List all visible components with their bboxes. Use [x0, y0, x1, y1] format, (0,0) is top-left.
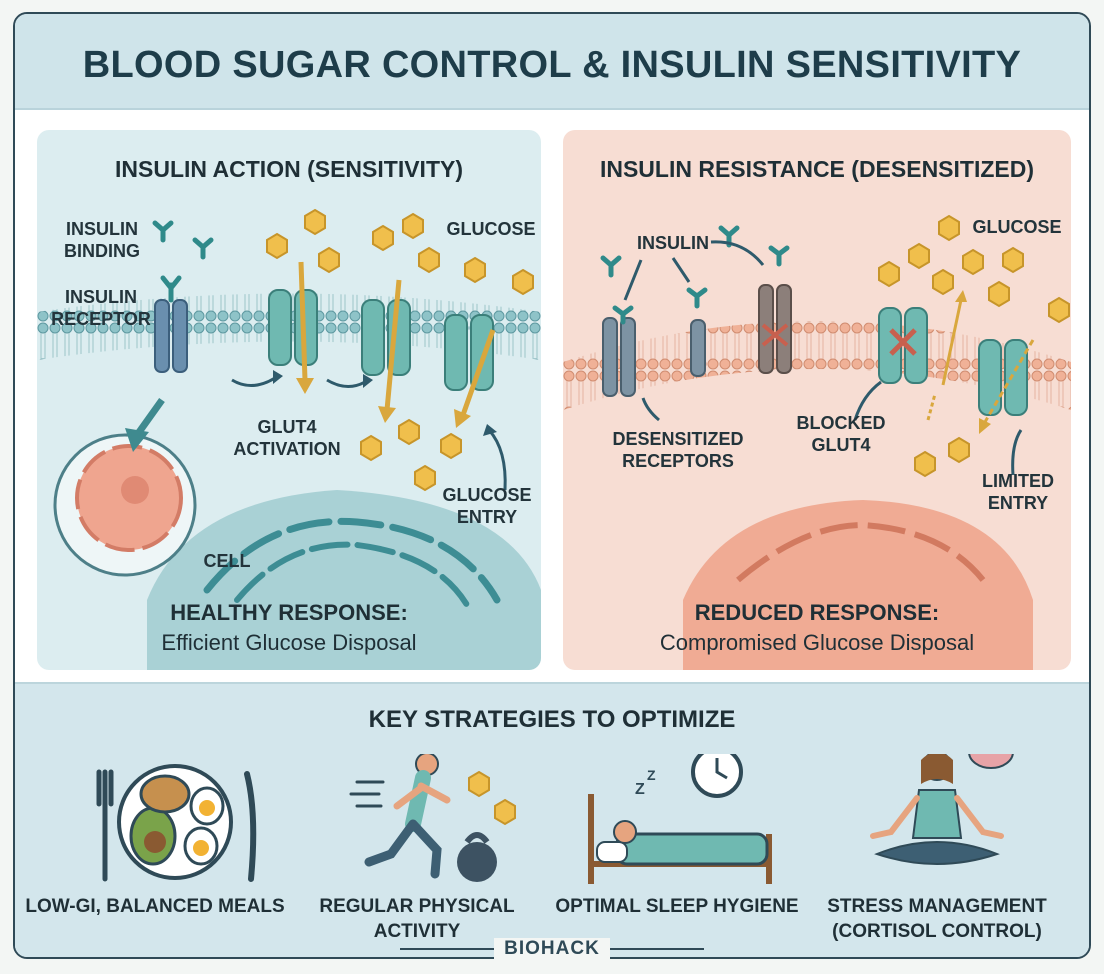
- label-cell: CELL: [203, 551, 251, 571]
- glucose-molecules: [266, 208, 534, 296]
- sleep-bed-icon: Z Z: [588, 754, 772, 884]
- reduced-response-heading: REDUCED RESPONSE:: [694, 600, 940, 625]
- sensitivity-title: INSULIN ACTION (SENSITIVITY): [115, 156, 463, 182]
- desensitized-receptor: [690, 319, 706, 377]
- healthy-response-heading: HEALTHY RESPONSE:: [170, 600, 408, 625]
- label-glucose: GLUCOSE: [446, 219, 536, 239]
- insulin-molecule: [192, 237, 214, 260]
- glucose-inside: [360, 418, 462, 492]
- strategy-label: LOW-GI, BALANCED MEALS: [25, 896, 285, 917]
- strategy-label: OPTIMAL SLEEP HYGIENE: [555, 896, 799, 917]
- glucose-inside: [914, 436, 970, 478]
- meal-plate-icon: [96, 764, 257, 882]
- strategies-section: KEY STRATEGIES TO OPTIMIZE LOW-GI, BALAN…: [15, 682, 1089, 957]
- glucose-molecules: [878, 214, 1070, 324]
- cell-body: [147, 490, 541, 670]
- insulin-receptor: [154, 275, 188, 373]
- label-limited-entry: LIMITED ENTRY: [982, 471, 1054, 513]
- strategy-physical-activity: REGULAR PHYSICAL ACTIVITY: [287, 754, 547, 954]
- desensitized-receptor: [758, 284, 792, 374]
- insulin-molecule: [152, 220, 174, 243]
- label-glut4-activation: GLUT4 ACTIVATION: [233, 417, 341, 459]
- resistance-illustration: [563, 214, 1071, 670]
- strategy-label: STRESS MANAGEMENT (CORTISOL CONTROL): [827, 896, 1047, 942]
- label-glucose-entry: GLUCOSE ENTRY: [442, 485, 532, 527]
- resistance-title: INSULIN RESISTANCE (DESENSITIZED): [599, 156, 1035, 182]
- insulin-resistance-panel: INSULIN RESISTANCE (DESENSITIZED) INSULI…: [563, 130, 1071, 670]
- brand-logo: BIOHACK: [0, 938, 1104, 960]
- brand-text: BIOHACK: [494, 938, 610, 960]
- strategy-stress-management: STRESS MANAGEMENT (CORTISOL CONTROL): [807, 754, 1067, 954]
- blocked-glut4: [878, 307, 928, 384]
- runner-icon: [349, 754, 516, 882]
- nucleus: [683, 500, 1033, 670]
- strategy-balanced-meals: LOW-GI, BALANCED MEALS: [25, 754, 285, 954]
- svg-text:Z: Z: [647, 767, 656, 783]
- header: BLOOD SUGAR CONTROL & INSULIN SENSITIVIT…: [15, 14, 1089, 110]
- label-blocked-glut4: BLOCKED GLUT4: [796, 413, 886, 455]
- label-glucose: GLUCOSE: [972, 217, 1062, 237]
- strategy-sleep-hygiene: Z Z OPTIMAL SLEEP HYGIENE: [547, 754, 807, 954]
- label-desensitized-receptors: DESENSITIZED RECEPTORS: [612, 429, 744, 471]
- page-title: BLOOD SUGAR CONTROL & INSULIN SENSITIVIT…: [82, 44, 1022, 86]
- infographic-frame: BLOOD SUGAR CONTROL & INSULIN SENSITIVIT…: [13, 12, 1091, 959]
- strategy-label: REGULAR PHYSICAL ACTIVITY: [319, 896, 515, 942]
- healthy-response-text: Efficient Glucose Disposal: [161, 630, 417, 655]
- reduced-response-text: Compromised Glucose Disposal: [659, 630, 975, 655]
- label-insulin-binding: INSULIN BINDING: [64, 219, 140, 261]
- svg-text:Z: Z: [635, 781, 645, 798]
- insulin-sensitivity-panel: INSULIN ACTION (SENSITIVITY) INSULIN BIN…: [37, 130, 541, 670]
- sensitivity-illustration: [37, 208, 541, 670]
- label-insulin: INSULIN: [637, 233, 709, 253]
- label-insulin-receptor: INSULIN RECEPTOR: [51, 287, 151, 329]
- meditation-icon: [870, 754, 1014, 865]
- strategies-title: KEY STRATEGIES TO OPTIMIZE: [368, 706, 736, 733]
- desensitized-receptor: [602, 317, 636, 397]
